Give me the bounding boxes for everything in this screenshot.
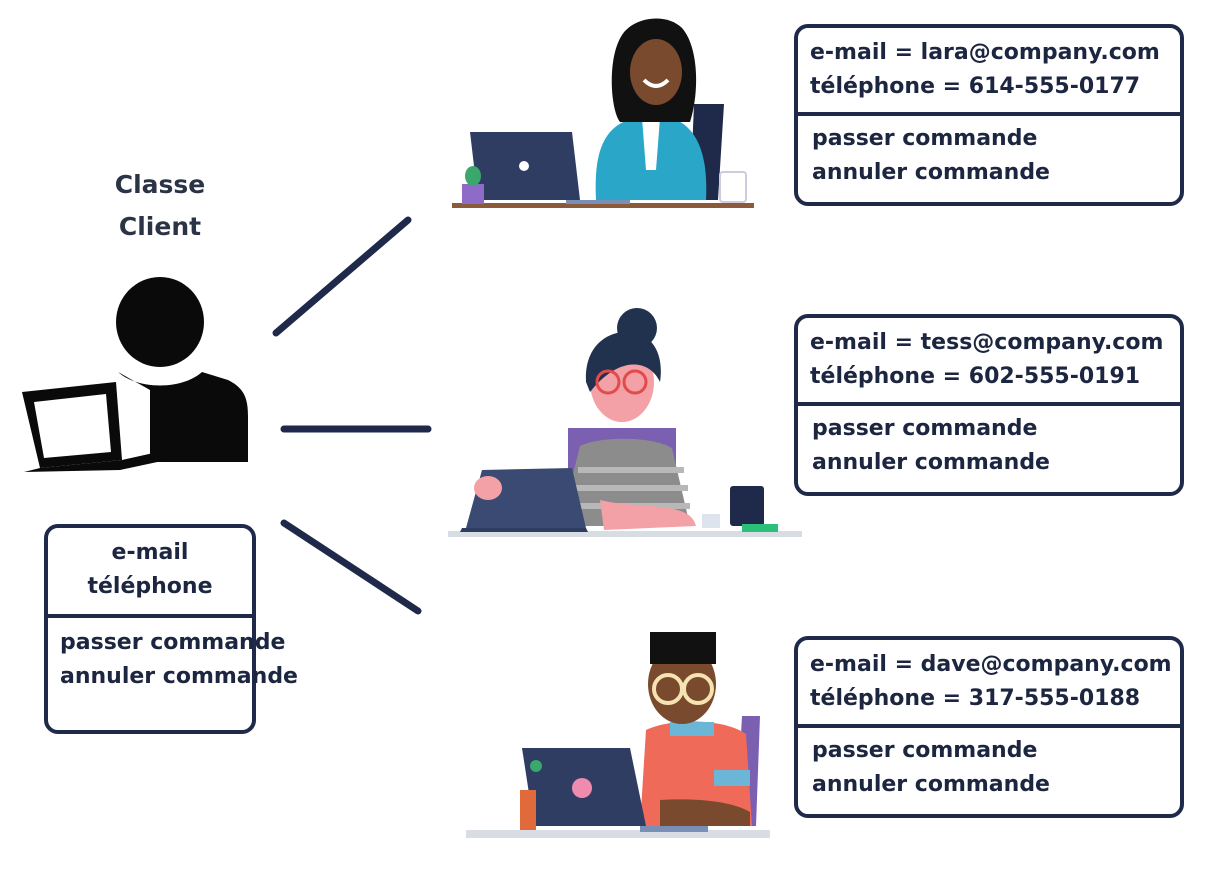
instance-email: e-mail = lara@company.com [810,40,1160,65]
instance-box-dave: e-mail = dave@company.com téléphone = 31… [794,636,1184,818]
class-title-line1: Classe [114,170,206,199]
instance-method-cancel: annuler commande [812,772,1050,797]
class-methods: passer commande annuler commande [48,618,298,694]
connector-line-3 [280,519,422,615]
instance-method-order: passer commande [812,126,1038,151]
class-box: e-mail téléphone passer commande annuler… [44,524,298,734]
class-attributes: e-mail téléphone [48,528,252,618]
class-title: Classe Client [80,164,240,248]
instance-attributes: e-mail = dave@company.com téléphone = 31… [798,640,1180,728]
class-attribute-email: e-mail [111,540,189,565]
instance-box-lara: e-mail = lara@company.com téléphone = 61… [794,24,1184,206]
person-dave-illustration [466,632,770,838]
instance-method-order: passer commande [812,738,1038,763]
instance-method-cancel: annuler commande [812,450,1050,475]
instance-email: e-mail = tess@company.com [810,330,1164,355]
instance-method-cancel: annuler commande [812,160,1050,185]
class-attribute-phone: téléphone [87,574,213,599]
instance-methods: passer commande annuler commande [798,116,1180,190]
instance-box-tess: e-mail = tess@company.com téléphone = 60… [794,314,1184,496]
instance-phone: téléphone = 317-555-0188 [810,686,1141,711]
instance-methods: passer commande annuler commande [798,406,1180,480]
connector-line-1 [272,216,412,337]
instance-attributes: e-mail = lara@company.com téléphone = 61… [798,28,1180,116]
instance-email: e-mail = dave@company.com [810,652,1172,677]
class-title-line2: Client [118,212,202,241]
instance-methods: passer commande annuler commande [798,728,1180,802]
client-silhouette-icon [22,277,248,472]
instance-attributes: e-mail = tess@company.com téléphone = 60… [798,318,1180,406]
instance-method-order: passer commande [812,416,1038,441]
instance-phone: téléphone = 614-555-0177 [810,74,1141,99]
class-method-cancel: annuler commande [60,664,298,689]
class-method-order: passer commande [60,630,286,655]
person-lara-illustration [452,18,754,208]
instance-phone: téléphone = 602-555-0191 [810,364,1141,389]
person-tess-illustration [448,308,802,537]
